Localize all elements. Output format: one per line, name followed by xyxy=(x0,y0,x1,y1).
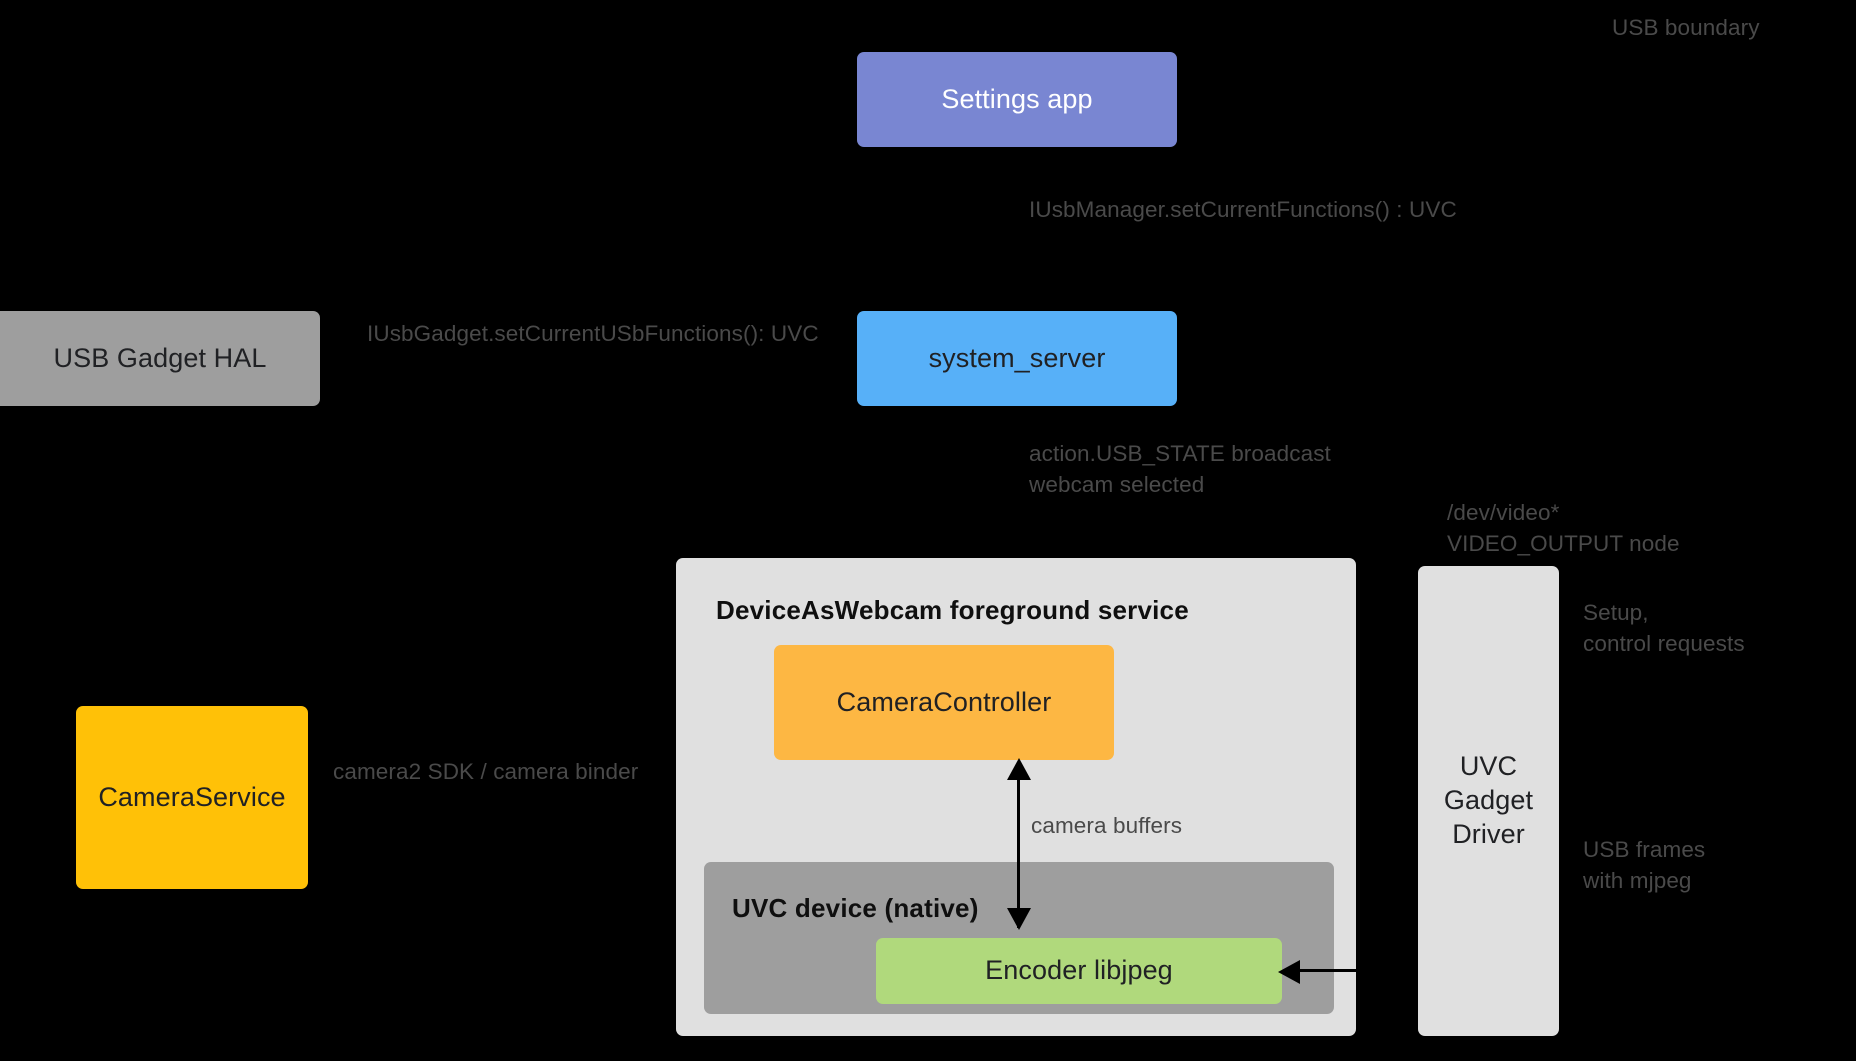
label-usb-frames-mjpeg: USB frames with mjpeg xyxy=(1583,837,1706,894)
node-encoder-libjpeg[interactable]: Encoder libjpeg xyxy=(876,938,1282,1004)
arrow-usb-frames-line xyxy=(1300,969,1410,972)
node-system-server[interactable]: system_server xyxy=(857,311,1177,406)
label-dev-video-node: /dev/video* VIDEO_OUTPUT node xyxy=(1447,500,1680,557)
label-camera-buffers: camera buffers xyxy=(1031,813,1183,838)
label-iusbgadget-setcurrentusbfunctions: IUsbGadget.setCurrentUSbFunctions(): UVC xyxy=(367,321,819,346)
panel-title-deviceaswebcam: DeviceAsWebcam foreground service xyxy=(716,595,1189,625)
node-camera-controller[interactable]: CameraController xyxy=(774,645,1114,760)
arrow-camera-buffers-head-up xyxy=(1007,758,1031,780)
label-iusbmanager-setcurrentfunctions: IUsbManager.setCurrentFunctions() : UVC xyxy=(1029,197,1457,222)
label-setup-control-requests: Setup, control requests xyxy=(1583,600,1745,657)
arrow-camera-buffers-line xyxy=(1017,768,1020,928)
node-settings-app[interactable]: Settings app xyxy=(857,52,1177,147)
node-usb-gadget-hal[interactable]: USB Gadget HAL xyxy=(0,311,320,406)
label-usb-boundary: USB boundary xyxy=(1612,15,1760,40)
label-camera2-sdk-binder: camera2 SDK / camera binder xyxy=(333,759,639,784)
label-usb-state-broadcast: action.USB_STATE broadcast webcam select… xyxy=(1029,441,1331,498)
node-camera-service[interactable]: CameraService xyxy=(76,706,308,889)
node-uvc-gadget-driver[interactable]: UVC Gadget Driver xyxy=(1418,566,1559,1036)
group-title-uvc-device-native: UVC device (native) xyxy=(732,893,979,923)
arrow-usb-frames-head xyxy=(1278,960,1300,984)
arrow-camera-buffers-head-down xyxy=(1007,908,1031,930)
